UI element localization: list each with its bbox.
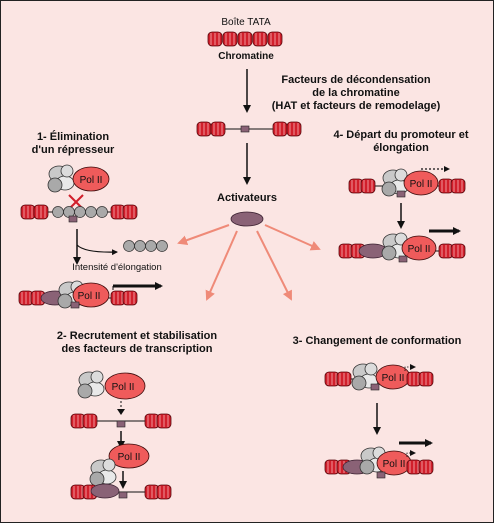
panel4-title-line-2: élongation — [373, 142, 429, 154]
panel1-title-line-2: d'un répresseur — [32, 144, 115, 156]
panel1-dna-repressed — [20, 204, 138, 223]
pol-ii-label-3: Pol II — [112, 382, 135, 393]
panel4-initial-complex: Pol II — [348, 168, 466, 198]
panel4-elongating-complex: Pol II — [338, 232, 466, 263]
arrow-to-panel-2 — [205, 230, 238, 301]
panel1-title-line-1: 1- Élimination — [37, 130, 109, 143]
activator-shape — [230, 211, 264, 227]
chromatine-label: Chromatine — [218, 51, 274, 62]
pol-ii-label-2: Pol II — [78, 291, 101, 302]
arrow-to-panel-4 — [264, 224, 321, 251]
chromatin-fiber — [207, 31, 283, 47]
panel2-title-line-1: 2- Recrutement et stabilisation — [57, 330, 217, 342]
panel4-title-line-1: 4- Départ du promoteur et — [333, 129, 468, 141]
pol-ii-label-6: Pol II — [383, 459, 406, 470]
panel1-release-arrow — [76, 244, 118, 256]
pol-ii-label-5: Pol II — [382, 373, 405, 384]
panel2-stabilized-complex: Pol II — [70, 443, 172, 500]
panel3-open-complex: Pol II — [324, 446, 434, 479]
pol-ii-label-4: Pol II — [118, 452, 141, 463]
pol-ii-label-7: Pol II — [410, 179, 433, 190]
panel3-closed-complex: Pol II — [324, 362, 434, 391]
elongation-intensity-label: Intensité d'élongation — [72, 262, 162, 273]
decondensation-line-2: de la chromatine — [312, 87, 399, 99]
decondensation-line-3: (HAT et facteurs de remodelage) — [272, 100, 441, 112]
panel3-title: 3- Changement de conformation — [293, 335, 462, 347]
released-repressor — [123, 240, 168, 252]
arrow-to-panel-1 — [177, 224, 230, 245]
panel2-title-line-2: des facteurs de transcription — [62, 343, 213, 355]
panel2-free-complex: Pol II — [77, 370, 146, 400]
tata-box-label: Boîte TATA — [221, 17, 271, 28]
pol-ii-label-1: Pol II — [80, 175, 103, 186]
panel2-dna-top — [70, 413, 172, 429]
panel1-repressed-complex: Pol II — [47, 164, 110, 210]
panel1-active-complex: Pol II — [18, 280, 138, 309]
arrow-to-panel-3 — [256, 230, 292, 301]
pol-ii-label-8: Pol II — [408, 244, 431, 255]
activateurs-label: Activateurs — [217, 192, 277, 204]
open-chromatin-dna — [196, 121, 302, 137]
decondensation-line-1: Facteurs de décondensation — [281, 74, 430, 86]
